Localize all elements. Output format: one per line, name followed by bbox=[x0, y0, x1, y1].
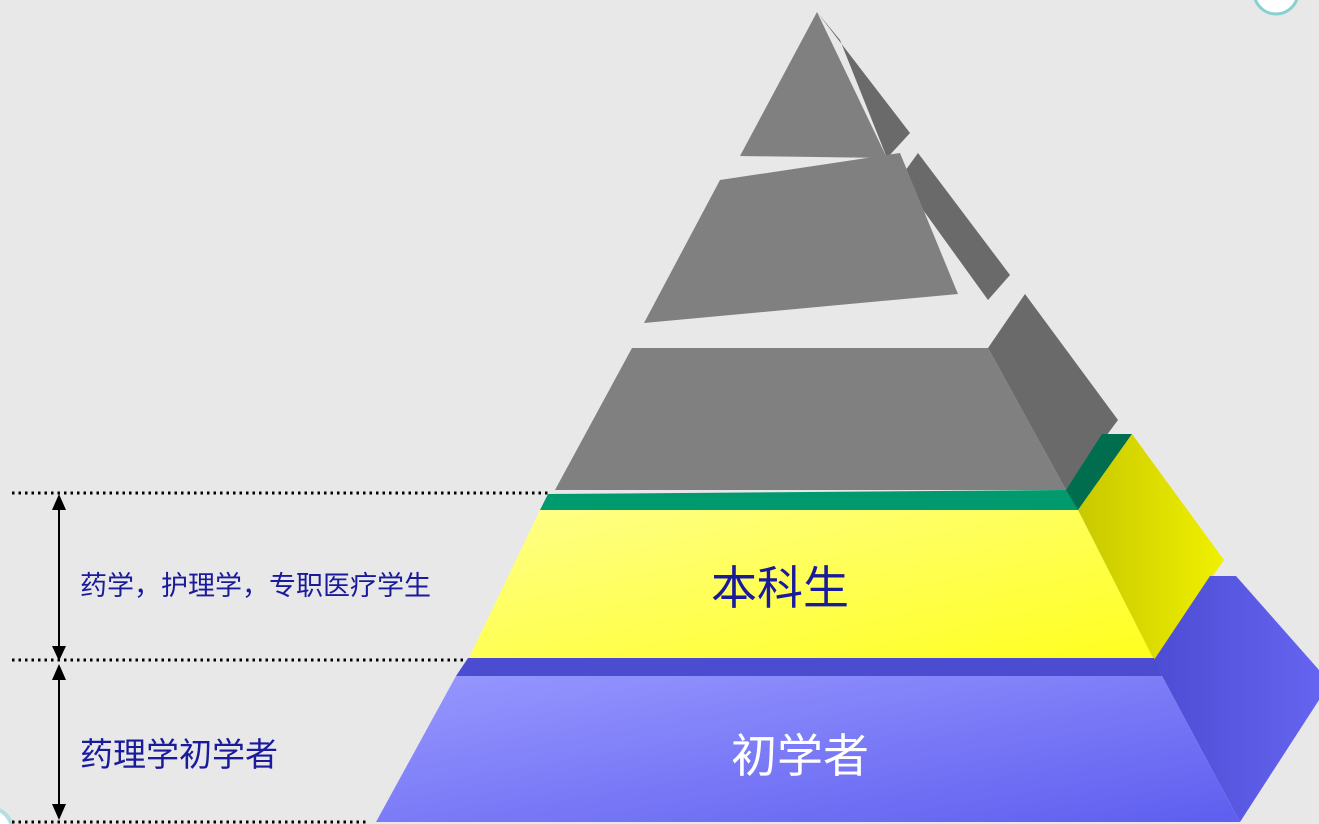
tier-undergrad bbox=[468, 434, 1224, 660]
corner-decoration-bottom-left bbox=[0, 808, 14, 824]
green-band bbox=[540, 434, 1132, 510]
side-label-upper: 药学，护理学，专职医疗学生 bbox=[80, 571, 431, 602]
bracket-arrow-lower bbox=[52, 664, 66, 820]
tier-beginner-label: 初学者 bbox=[731, 729, 869, 783]
side-label-lower: 药理学初学者 bbox=[80, 735, 278, 774]
bracket-arrow-upper bbox=[52, 494, 66, 661]
gray-pyramid-top bbox=[555, 12, 1118, 490]
tier-beginner bbox=[376, 576, 1319, 822]
tier-undergrad-label: 本科生 bbox=[711, 561, 849, 615]
corner-decoration-top-right bbox=[1253, 0, 1299, 16]
